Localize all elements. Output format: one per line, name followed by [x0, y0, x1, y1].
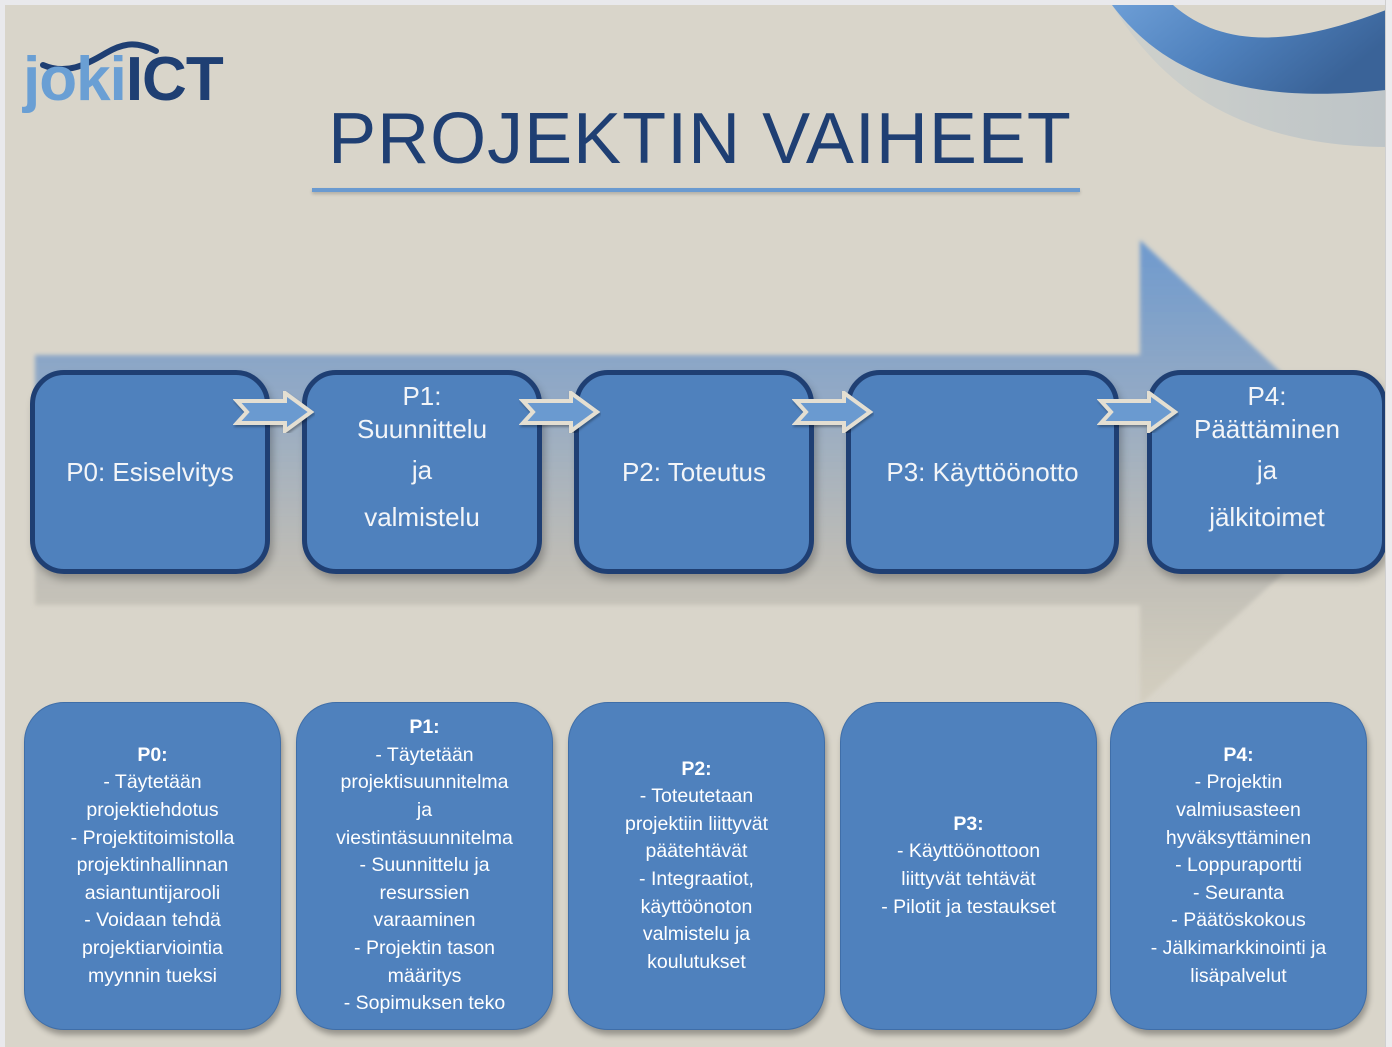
description-line: asiantuntijarooli	[84, 881, 221, 904]
phase-label: P3: Käyttöönotto	[886, 456, 1079, 487]
description-line: ja	[416, 799, 433, 822]
description-line: - Integraatiot,	[639, 868, 754, 890]
description-line: projektisuunnitelma	[340, 771, 509, 794]
description-line: hyväksyttäminen	[1165, 826, 1312, 849]
description-line: resurssien	[379, 881, 470, 904]
description-line: käyttöönoton	[640, 895, 753, 918]
description-line: päätehtävät	[645, 840, 748, 863]
logo-ict: ICT	[125, 45, 224, 114]
phase-label: P2: Toteutus	[621, 456, 767, 487]
description-box-p2: P2: - Toteutetaan projektiin liittyvät p…	[568, 702, 825, 1030]
description-line: - Pilotit ja testaukset	[881, 895, 1056, 918]
description-line: - Seuranta	[1192, 881, 1285, 904]
description-line: - Täytetään	[375, 743, 474, 766]
phase-label-line: Suunnittelu	[356, 414, 488, 444]
description-line: valmistelu ja	[642, 923, 751, 946]
description-header: P1:	[409, 716, 440, 739]
description-box-p0: P0: - Täytetään projektiehdotus - Projek…	[24, 702, 281, 1030]
phase-box-p0: P0: Esiselvitys	[30, 370, 270, 574]
description-line: lisäpalvelut	[1190, 964, 1287, 987]
description-line: varaaminen	[373, 909, 476, 932]
description-header: P2:	[681, 757, 712, 780]
slide: jokiICT PROJEKTIN VAIHEET P0: Esiselvity…	[5, 5, 1386, 1047]
phase-label-line: P1:	[402, 381, 442, 411]
description-box-p4: P4: - Projektin valmiusasteen hyväksyttä…	[1110, 702, 1367, 1030]
connector-arrow-icon	[519, 391, 601, 433]
connector-arrow-icon	[792, 391, 874, 433]
description-line: valmiusasteen	[1176, 799, 1301, 822]
title-underline	[312, 188, 1080, 192]
description-header: P0:	[137, 743, 168, 766]
logo-joki: joki	[23, 45, 127, 114]
logo-wave-icon	[40, 41, 159, 72]
description-box-p3: P3: - Käyttöönottoon liittyvät tehtävät …	[840, 702, 1097, 1030]
phase-box-p4: P4: Päättäminen ja jälkitoimet	[1147, 370, 1386, 574]
description-line: - Projektitoimistolla	[70, 826, 235, 849]
description-line: - Suunnittelu ja	[359, 854, 490, 877]
description-line: - Täytetään	[103, 771, 202, 794]
description-line: myynnin tueksi	[88, 964, 217, 987]
description-line: - Päätöskokous	[1171, 909, 1306, 932]
connector-arrow-icon	[233, 391, 315, 433]
description-line: - Loppuraportti	[1175, 854, 1302, 877]
description-line: - Projektin tason	[354, 936, 495, 959]
description-header: P3:	[953, 812, 984, 835]
description-line: - Voidaan tehdä	[84, 909, 221, 932]
description-header: P4:	[1223, 743, 1254, 766]
phase-label-line: P4:	[1247, 381, 1287, 411]
phase-box-p1: P1: Suunnittelu ja valmistelu	[302, 370, 542, 574]
phase-box-p3: P3: Käyttöönotto	[846, 370, 1119, 574]
phase-box-p2: P2: Toteutus	[574, 370, 814, 574]
description-line: projektiin liittyvät	[624, 812, 769, 835]
phase-label-line: jälkitoimet	[1209, 502, 1325, 532]
description-box-p1: P1: - Täytetään projektisuunnitelma ja v…	[296, 702, 553, 1030]
phase-label-line: Päättäminen	[1194, 414, 1340, 444]
description-line: liittyvät tehtävät	[901, 868, 1036, 890]
phase-label-line: ja	[411, 455, 433, 485]
description-line: - Sopimuksen teko	[343, 992, 506, 1015]
description-line: projektiehdotus	[86, 799, 219, 822]
description-line: projektinhallinnan	[76, 854, 229, 877]
window-edge	[1385, 0, 1392, 1047]
description-line: - Jälkimarkkinointi ja	[1150, 936, 1327, 959]
description-line: - Käyttöönottoon	[896, 840, 1041, 863]
jokiict-logo: jokiICT	[23, 35, 253, 125]
description-line: koulutukset	[647, 950, 746, 973]
phase-label-line: valmistelu	[364, 502, 480, 532]
phase-label-line: ja	[1256, 455, 1278, 485]
description-line: viestintäsuunnitelma	[336, 826, 513, 849]
description-line: - Toteutetaan	[639, 785, 754, 808]
phase-label: P0: Esiselvitys	[66, 456, 234, 487]
page-title: PROJEKTIN VAIHEET	[328, 99, 1072, 179]
description-line: määritys	[387, 964, 462, 987]
description-line: - Projektin	[1194, 771, 1283, 794]
description-line: projektiarviointia	[82, 936, 223, 959]
connector-arrow-icon	[1097, 391, 1179, 433]
